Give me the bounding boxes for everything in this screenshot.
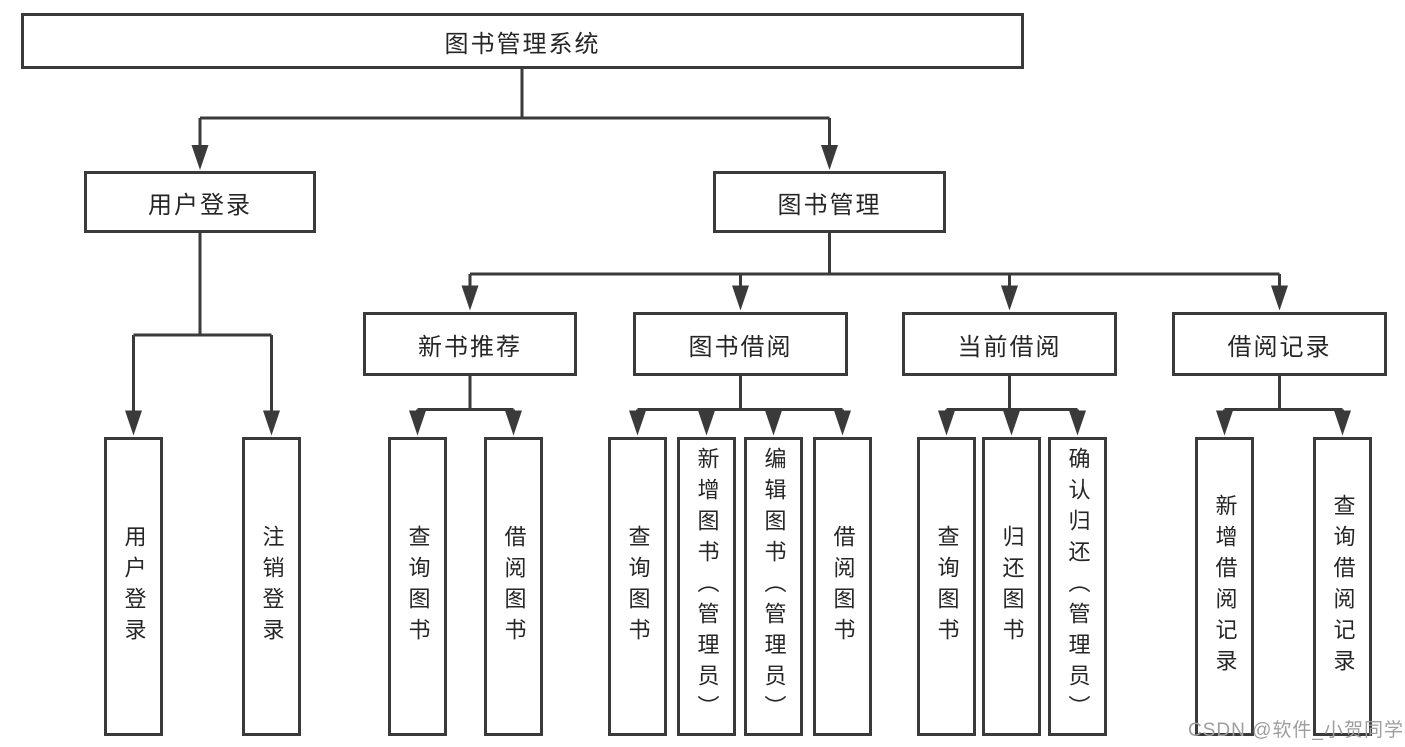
leaf-add-borrow-record-label: 新增借阅记录 (1212, 493, 1238, 680)
node-book-management: 图书管理 (713, 171, 946, 233)
node-borrowing-records-label: 借阅记录 (1227, 333, 1332, 361)
node-book-management-label: 图书管理 (777, 191, 882, 219)
edge-root-to-level2 (198, 69, 831, 150)
node-current-borrowing-label: 当前借阅 (957, 333, 1062, 361)
node-user-login: 用户登录 (84, 171, 316, 233)
leaf-edit-books-admin-label: 编辑图书（管理员） (761, 447, 787, 726)
edge-records-children (1223, 376, 1344, 413)
leaf-borrow-books: 借阅图书 (813, 437, 872, 736)
node-new-book-recommend-label: 新书推荐 (418, 333, 522, 361)
leaf-return-books: 归还图书 (982, 437, 1041, 736)
watermark-csdn: CSDN @软件_小贺同学 (1188, 720, 1404, 741)
leaf-user-login: 用户登录 (104, 437, 163, 736)
node-user-login-label: 用户登录 (148, 191, 252, 219)
node-current-borrowing: 当前借阅 (902, 312, 1117, 376)
node-book-borrowing-label: 图书借阅 (688, 333, 793, 361)
leaf-confirm-return-admin-label: 确认归还（管理员） (1065, 447, 1091, 726)
leaf-return-books-label: 归还图书 (999, 524, 1025, 649)
arrowheads (125, 145, 1351, 436)
edge-borrow-children (636, 376, 844, 413)
leaf-query-books-current-label: 查询图书 (934, 524, 960, 649)
node-new-book-recommend: 新书推荐 (363, 312, 577, 376)
leaf-add-borrow-record: 新增借阅记录 (1195, 437, 1254, 736)
leaf-query-borrow-record: 查询借阅记录 (1313, 437, 1372, 736)
leaf-query-borrow-record-label: 查询借阅记录 (1330, 493, 1356, 680)
node-borrowing-records: 借阅记录 (1172, 312, 1387, 376)
leaf-query-books-current: 查询图书 (917, 437, 976, 736)
edge-mgmt-to-level3 (468, 233, 1281, 290)
leaf-query-books-borrowing: 查询图书 (608, 437, 667, 736)
leaf-logout: 注销登录 (242, 437, 301, 736)
leaf-borrow-books-label: 借阅图书 (830, 524, 856, 649)
node-library-system-label: 图书管理系统 (444, 30, 601, 58)
leaf-logout-label: 注销登录 (259, 524, 285, 649)
leaf-borrow-books-recommend-label: 借阅图书 (501, 524, 527, 649)
leaf-add-books-admin-label: 新增图书（管理员） (694, 447, 720, 726)
leaf-confirm-return-admin: 确认归还（管理员） (1048, 437, 1107, 736)
leaf-query-books-borrowing-label: 查询图书 (625, 524, 651, 649)
leaf-query-books-recommend-label: 查询图书 (405, 524, 431, 649)
edge-rec-children (416, 376, 515, 413)
leaf-edit-books-admin: 编辑图书（管理员） (744, 437, 803, 736)
node-book-borrowing: 图书借阅 (633, 312, 848, 376)
leaf-add-books-admin: 新增图书（管理员） (677, 437, 736, 736)
leaf-query-books-recommend: 查询图书 (388, 437, 447, 736)
edge-current-children (945, 376, 1079, 413)
edge-login-children (132, 233, 273, 413)
leaf-user-login-label: 用户登录 (121, 524, 147, 649)
leaf-borrow-books-recommend: 借阅图书 (484, 437, 543, 736)
node-library-system: 图书管理系统 (21, 13, 1024, 69)
